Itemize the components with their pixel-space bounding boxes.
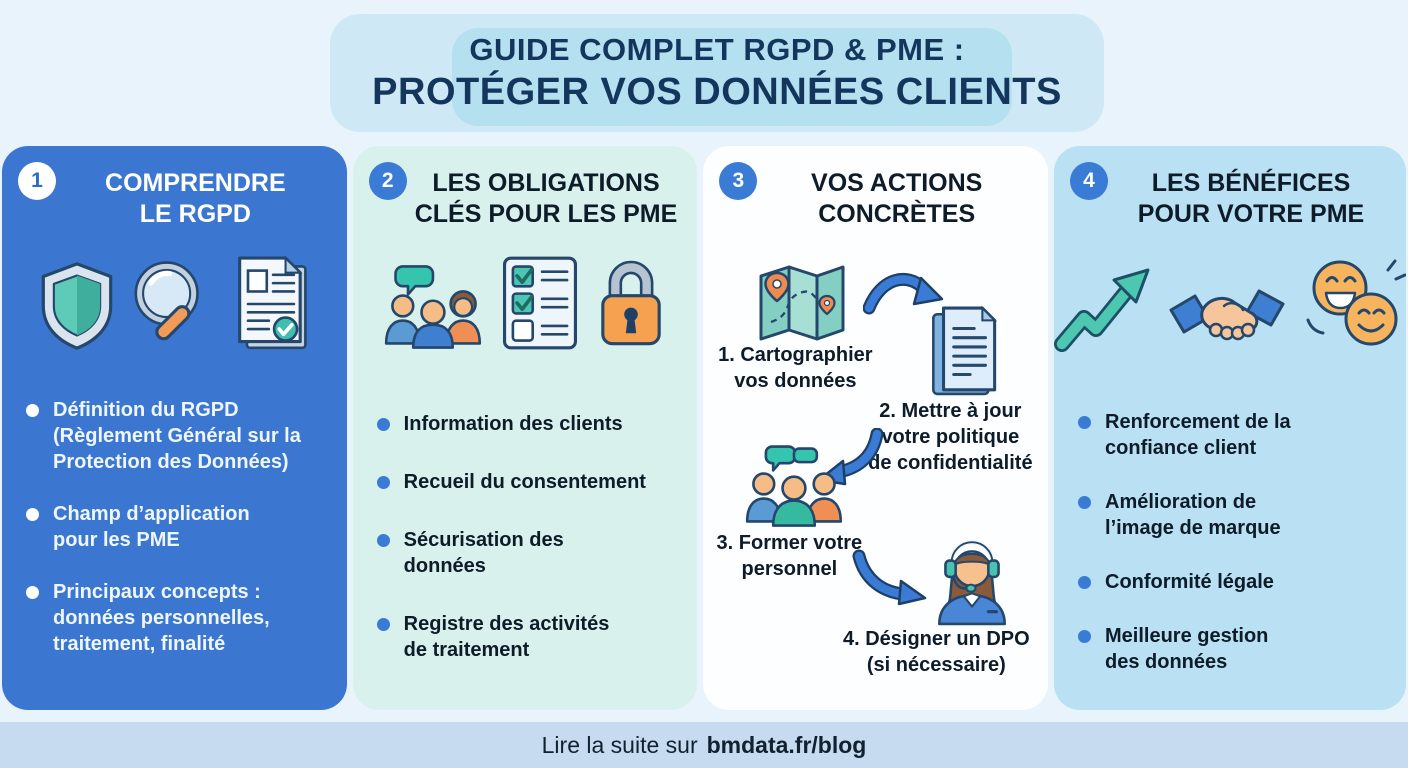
bullet-list: Information des clients Recueil du conse… [353,411,698,663]
section-icons [1054,253,1407,357]
shield-icon [37,260,117,357]
checklist-icon [500,254,580,357]
list-item: Renforcement de la confiance client [1078,409,1392,461]
bullet-dot-icon [1078,630,1092,643]
list-item: Principaux concepts : données personnell… [26,579,333,657]
page-title: GUIDE COMPLET RGPD & PME : PROTÉGER VOS … [330,0,1104,146]
step-label: 2. Mettre à jour votre politique de conf… [868,400,1033,474]
growth-arrow-icon [1054,264,1154,357]
step-label: 1. Cartographier vos données [718,344,873,392]
bullet-dot-icon [376,618,390,631]
section-number-badge: 4 [1070,162,1109,200]
bullet-dot-icon [376,418,390,431]
list-item: Recueil du consentement [376,469,684,495]
bullet-list: Définition du RGPD (Règlement Général su… [2,397,347,657]
handshake-icon [1168,272,1286,357]
list-item: Définition du RGPD (Règlement Général su… [26,397,333,475]
section-icons [353,253,698,357]
list-item: Sécurisation des données [376,527,684,579]
bullet-dot-icon [376,534,390,547]
footer-text: Lire la suite sur [541,731,698,758]
list-item: Meilleure gestion des données [1078,623,1392,675]
section-number-badge: 3 [719,162,758,200]
step-label: 3. Former votre personnel [716,532,863,580]
header-band-inner [452,28,1012,126]
curved-arrow-down-right-icon [851,548,929,611]
page-title-line2: PROTÉGER VOS DONNÉES CLIENTS [372,71,1062,113]
bullet-list: Renforcement de la confiance client Amél… [1054,409,1406,675]
dpo-support-icon [925,534,1019,631]
bullet-dot-icon [1078,496,1092,509]
smiley-faces-icon [1300,256,1407,357]
bullet-dot-icon [376,476,390,489]
footer-banner: Lire la suite sur bmdata.fr/blog [0,722,1408,768]
magnifier-icon [131,260,219,357]
list-item: Registre des activités de traitement [376,611,684,663]
padlock-icon [594,256,668,357]
bullet-dot-icon [1078,576,1092,589]
bullet-dot-icon [26,586,39,599]
curved-arrow-right-icon [862,268,945,331]
list-item: Amélioration de l’image de marque [1078,489,1392,541]
page-title-line1: GUIDE COMPLET RGPD & PME : [469,32,965,67]
team-training-icon [743,440,847,535]
step-label: 4. Désigner un DPO (si nécessaire) [842,628,1030,676]
bullet-dot-icon [26,404,39,417]
map-icon [753,258,849,351]
header: GUIDE COMPLET RGPD & PME : PROTÉGER VOS … [0,0,1408,146]
privacy-document-icon [929,304,1001,403]
bullet-dot-icon [26,508,39,521]
list-item: Information des clients [376,411,684,437]
section-icons [2,253,347,357]
list-item: Conformité légale [1078,569,1392,595]
list-item: Champ d’application pour les PME [26,501,333,553]
section-number-badge: 2 [368,162,407,200]
document-check-icon [233,255,311,357]
blog-link[interactable]: bmdata.fr/blog [706,731,867,758]
bullet-dot-icon [1078,416,1092,429]
section-number-badge: 1 [18,162,56,200]
people-group-icon [382,262,486,357]
